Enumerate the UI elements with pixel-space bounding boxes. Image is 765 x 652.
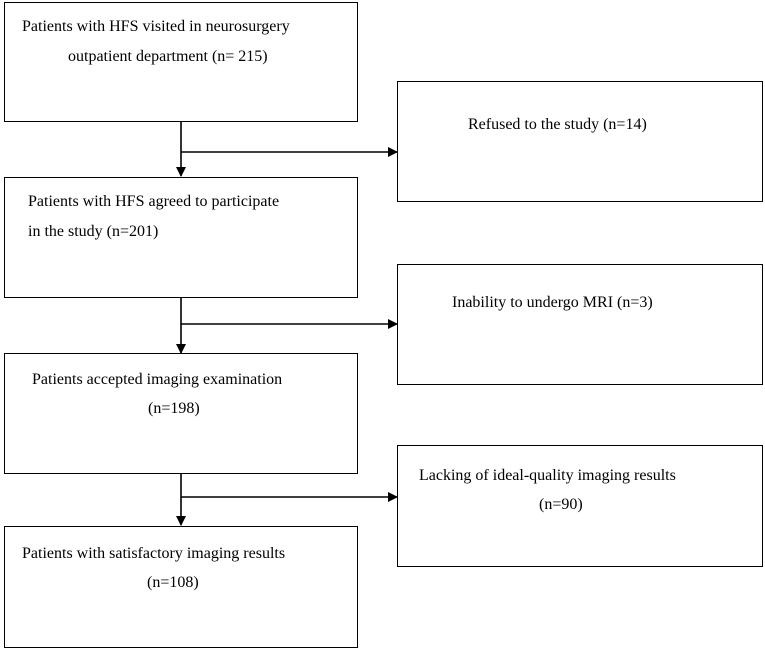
box-accepted-imaging-line-2: (n=198)	[148, 400, 200, 417]
box-accepted-imaging: Patients accepted imaging examination (n…	[4, 353, 358, 474]
box-satisfactory-results-line-1: Patients with satisfactory imaging resul…	[22, 545, 286, 562]
box-mri-inability: Inability to undergo MRI (n=3)	[397, 264, 763, 385]
box-visited-patients-line-2: outpatient department (n= 215)	[68, 48, 268, 65]
box-refused: Refused to the study (n=14)	[397, 81, 763, 202]
box-satisfactory-results-line-2: (n=108)	[147, 574, 199, 591]
box-refused-line-1: Refused to the study (n=14)	[468, 116, 647, 133]
box-visited-patients: Patients with HFS visited in neurosurger…	[4, 2, 358, 122]
box-lacking-quality-line-2: (n=90)	[539, 496, 583, 513]
box-mri-inability-line-1: Inability to undergo MRI (n=3)	[452, 294, 653, 311]
box-agreed-patients: Patients with HFS agreed to participate …	[4, 177, 358, 298]
box-lacking-quality: Lacking of ideal-quality imaging results…	[397, 445, 763, 567]
box-agreed-patients-line-1: Patients with HFS agreed to participate	[28, 193, 280, 210]
box-satisfactory-results: Patients with satisfactory imaging resul…	[4, 526, 358, 648]
box-agreed-patients-line-2: in the study (n=201)	[28, 223, 159, 240]
box-visited-patients-line-1: Patients with HFS visited in neurosurger…	[22, 18, 290, 35]
box-accepted-imaging-line-1: Patients accepted imaging examination	[32, 371, 283, 388]
box-lacking-quality-line-1: Lacking of ideal-quality imaging results	[419, 467, 676, 484]
